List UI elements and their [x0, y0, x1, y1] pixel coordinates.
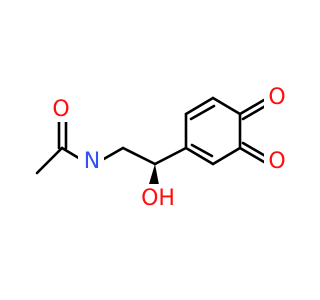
atom-label-layer: O N OH O O [48, 84, 290, 211]
bond-methyl-carbonyl [35, 146, 64, 175]
bond-nitrogen-ch2 [100, 146, 125, 162]
atom-label-quinone-oxygen-bottom: O [268, 149, 285, 174]
atom-label-carbonyl-oxygen: O [52, 97, 69, 122]
bond-ch2-chiral [121, 146, 157, 166]
bond-quinone-bottom-1 [238, 146, 266, 164]
bond-quinone-bottom-2 [241, 141, 269, 159]
atom-label-hydroxyl: OH [141, 186, 175, 211]
wedge-bond-hydroxyl [149, 164, 159, 185]
bond-ring-b-double [189, 104, 216, 121]
bond-ring-f [184, 146, 215, 166]
bond-quinone-top-1 [238, 98, 266, 116]
atom-label-amide-nitrogen: N [84, 149, 100, 174]
bond-layer [35, 96, 269, 185]
bond-ring-b [184, 96, 215, 116]
molecule-canvas: O N OH O O [35, 84, 290, 211]
molecule-structure: O N OH O O [35, 84, 290, 211]
atom-label-quinone-oxygen-top: O [268, 85, 285, 110]
bond-ring-e [211, 146, 242, 166]
bond-ring-c [211, 96, 242, 116]
bond-chiral-ring [153, 146, 188, 166]
bond-ring-f-double [190, 143, 214, 158]
bond-quinone-top-2 [241, 103, 269, 121]
